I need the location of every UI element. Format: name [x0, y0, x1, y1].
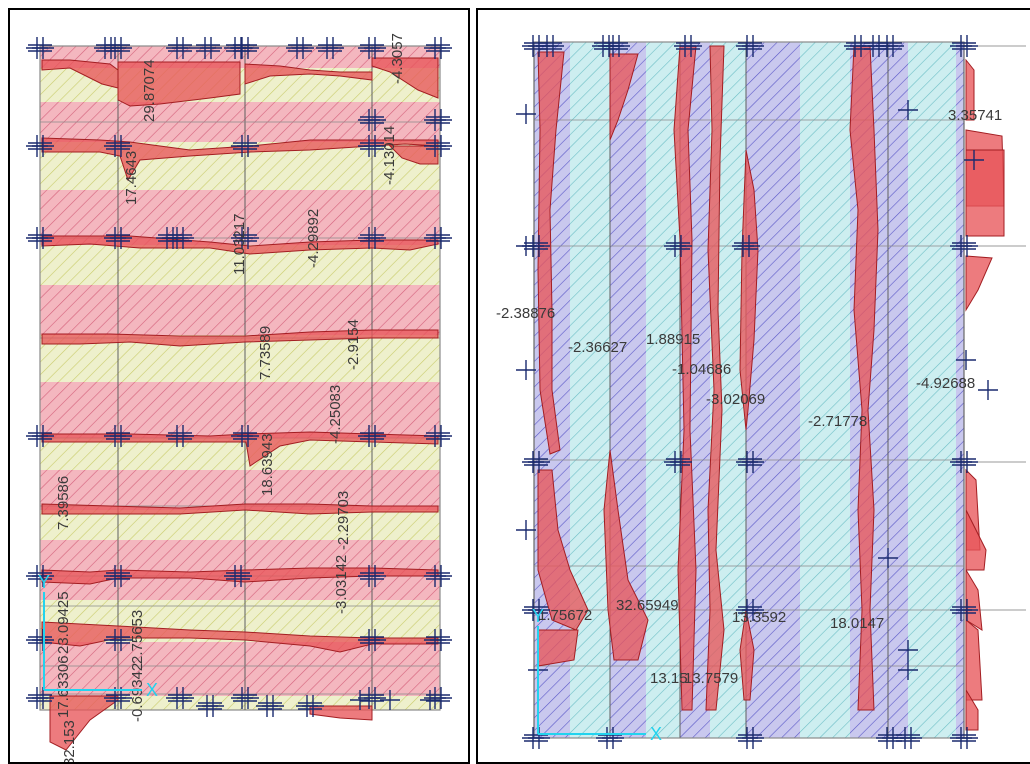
moment-diagram-shape: [41, 329, 439, 347]
slab-strip-band: [40, 642, 440, 696]
slab-strip-band: [800, 42, 850, 738]
moment-value-label: -0.69342: [129, 663, 146, 722]
moment-value-label: -3.03142: [333, 555, 350, 614]
slab-strip-band: [908, 42, 956, 738]
slab-strip-band: [746, 42, 800, 738]
moment-value-label: 17.63306: [55, 655, 72, 718]
moment-diagram-shape: [309, 705, 373, 721]
moment-value-label: 1.88915: [646, 331, 700, 348]
moment-value-label: -2.36627: [568, 339, 627, 356]
moment-diagram-shape: [41, 137, 439, 182]
moment-diagram-shape: [965, 509, 987, 571]
moment-diagram-shape: [965, 58, 975, 121]
moment-diagram-shape: [965, 149, 1005, 237]
moment-value-label: 32.153: [61, 720, 78, 764]
slab-strip-band: [40, 510, 440, 540]
moment-diagram-shape: [41, 503, 439, 515]
moment-diagram-shape: [849, 45, 879, 711]
moment-value-label: 18.63943: [259, 433, 276, 496]
right-diagram-panel: 3.35741 -2.38876 -2.36627 1.88915 -1.04686 -3…: [476, 8, 1030, 764]
moment-diagram-shape: [609, 53, 639, 141]
left-diagram-panel: -4.3057 -4.13014 17.4643 29.87074 11.03217 -4…: [8, 8, 470, 764]
moment-value-label: 13.15: [650, 670, 688, 687]
moment-diagram-shape: [41, 235, 439, 255]
moment-value-label: -4.25083: [327, 385, 344, 444]
slab-strip-band: [40, 470, 440, 510]
moment-value-label: -4.3057: [389, 33, 406, 84]
right-diagram-canvas: 3.35741 -2.38876 -2.36627 1.88915 -1.04686 -3…: [496, 35, 1026, 749]
slab-strip-band: [646, 42, 680, 738]
y-axis-label: Y: [38, 572, 50, 592]
moment-value-label: 11.03217: [231, 214, 248, 275]
moment-diagram-shape: [537, 629, 579, 667]
moment-value-label: 3.35741: [948, 107, 1002, 124]
moment-value-label: -2.9154: [345, 319, 362, 370]
moment-diagram-shape: [739, 609, 755, 701]
moment-value-label: 18.0147: [830, 615, 884, 632]
moment-diagram-shape: [673, 45, 697, 711]
moment-diagram-shape: [965, 568, 983, 631]
moment-value-label: 17.4643: [123, 151, 140, 205]
moment-value-label: 29.87074: [141, 59, 158, 122]
moment-diagram-shape: [49, 695, 119, 751]
slab-strip-band: [40, 438, 440, 470]
moment-value-label: -4.29892: [305, 209, 322, 268]
moment-value-label: 32.65949: [616, 597, 679, 614]
moment-value-label: 13.3592: [732, 609, 786, 626]
moment-diagram-shape: [537, 469, 589, 631]
moment-value-label: -3.02069: [706, 391, 765, 408]
moment-value-label: 1.75672: [538, 607, 592, 624]
moment-value-label: -4.92688: [916, 375, 975, 392]
left-diagram-canvas: -4.3057 -4.13014 17.4643 29.87074 11.03217 -4…: [26, 33, 452, 764]
x-axis-label: X: [146, 680, 158, 700]
slab-strip-band: [40, 382, 440, 438]
moment-value-label: -4.13014: [381, 126, 398, 185]
moment-diagram-shape: [739, 149, 759, 431]
slab-strip-band: [956, 42, 964, 738]
moment-diagram-shape: [965, 688, 979, 731]
moment-value-label: 23.09425: [55, 591, 72, 654]
moment-diagram-shape: [705, 45, 725, 711]
moment-value-label: 7.39586: [55, 476, 72, 530]
x-axis-label: X: [650, 724, 662, 744]
moment-diagram-shape: [244, 63, 373, 85]
moment-diagram-shape: [371, 57, 439, 99]
y-axis-label: Y: [532, 606, 544, 626]
moment-diagram-shape: [603, 449, 649, 661]
moment-diagram-shape: [965, 618, 983, 701]
moment-diagram-shape: [117, 61, 241, 107]
moment-value-label: 2.75653: [129, 610, 146, 664]
moment-diagram-shape: [965, 255, 993, 312]
moment-value-label: 7.73589: [257, 326, 274, 380]
moment-value-label: -2.38876: [496, 305, 555, 322]
moment-value-label: -2.71778: [808, 413, 867, 430]
moment-value-label: -2.29703: [335, 491, 352, 550]
moment-value-label: 13.7579: [684, 670, 738, 687]
moment-value-label: -1.04686: [672, 361, 731, 378]
slab-strip-band: [40, 285, 440, 335]
